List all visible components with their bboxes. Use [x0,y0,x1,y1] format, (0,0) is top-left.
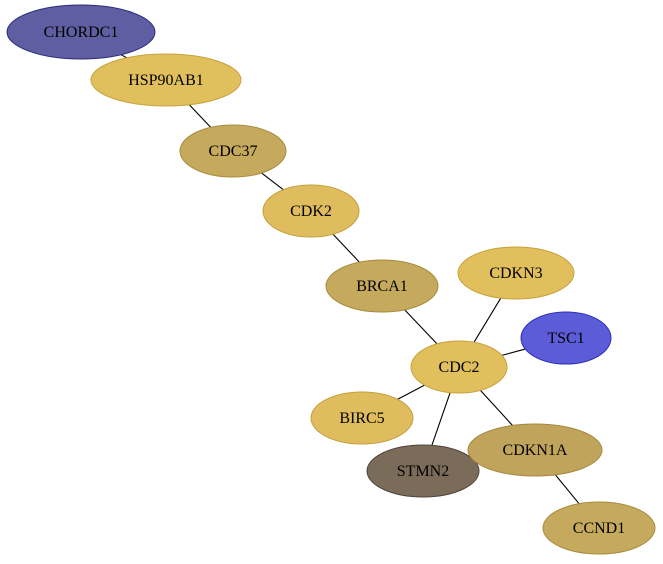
edge-stmn2-cdc2 [431,392,451,446]
edges-layer [120,54,580,505]
edge-chordc1-hsp90ab1 [120,54,128,59]
node-label-tsc1: TSC1 [547,330,584,347]
edge-cdc37-cdk2 [261,172,284,191]
node-cdkn1a[interactable]: CDKN1A [467,423,603,477]
edge-cdkn1a-ccnd1 [554,474,580,505]
node-ccnd1[interactable]: CCND1 [542,501,656,555]
node-cdc2[interactable]: CDC2 [410,340,508,394]
node-shape-hsp90ab1[interactable] [90,53,242,107]
edge-birc5-cdc2 [397,384,425,400]
node-shape-cdkn1a[interactable] [467,423,603,477]
node-shape-brca1[interactable] [325,259,439,313]
node-shape-cdk2[interactable] [262,184,360,238]
node-label-chordc1: CHORDC1 [44,24,119,41]
node-shape-cdkn3[interactable] [457,246,575,300]
node-label-ccnd1: CCND1 [573,520,625,537]
node-brca1[interactable]: BRCA1 [325,259,439,313]
edge-cdk2-brca1 [332,233,360,263]
edge-brca1-cdc2 [404,309,438,345]
node-label-cdc2: CDC2 [439,359,480,376]
node-cdkn3[interactable]: CDKN3 [457,246,575,300]
node-shape-stmn2[interactable] [366,444,480,498]
node-label-hsp90ab1: HSP90AB1 [128,72,204,89]
node-shape-ccnd1[interactable] [542,501,656,555]
node-label-stmn2: STMN2 [397,463,449,480]
node-cdk2[interactable]: CDK2 [262,184,360,238]
node-hsp90ab1[interactable]: HSP90AB1 [90,53,242,107]
node-label-cdkn3: CDKN3 [489,265,542,282]
edge-hsp90ab1-cdc37 [188,104,212,128]
edge-tsc1-cdc2 [501,348,526,356]
node-shape-cdc37[interactable] [179,124,287,178]
node-stmn2[interactable]: STMN2 [366,444,480,498]
node-tsc1[interactable]: TSC1 [520,311,612,365]
node-label-birc5: BIRC5 [339,410,384,427]
node-shape-cdc2[interactable] [410,340,508,394]
node-cdc37[interactable]: CDC37 [179,124,287,178]
edge-cdkn1a-cdc2 [479,389,513,426]
node-label-cdk2: CDK2 [290,203,332,220]
node-shape-birc5[interactable] [310,391,414,445]
node-shape-chordc1[interactable] [6,4,156,60]
node-label-cdkn1a: CDKN1A [503,442,568,459]
node-shape-tsc1[interactable] [520,311,612,365]
node-chordc1[interactable]: CHORDC1 [6,4,156,60]
edge-cdkn3-cdc2 [473,297,502,343]
node-label-cdc37: CDC37 [209,143,258,160]
node-label-brca1: BRCA1 [356,278,408,295]
node-birc5[interactable]: BIRC5 [310,391,414,445]
